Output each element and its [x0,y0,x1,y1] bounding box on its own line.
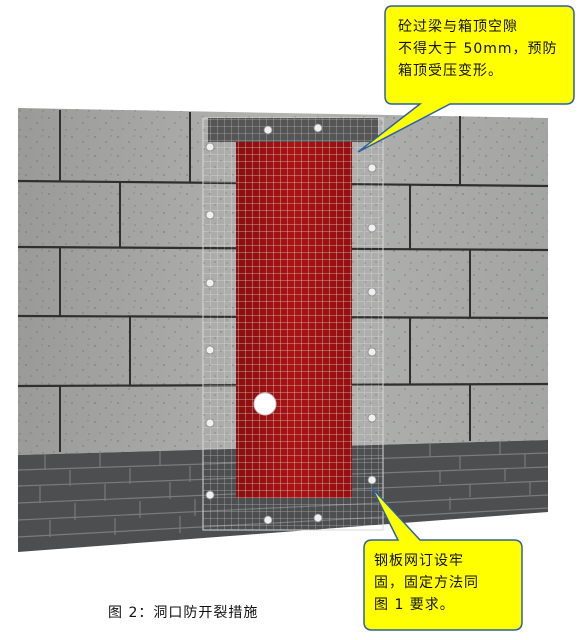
socket-hole [253,392,277,416]
callout-bottom-text: 钢板网订设牢 固，固定方法同 图 1 要求。 [374,550,479,616]
callout-top-text: 砼过梁与箱顶空隙 不得大于 50mm，预防 箱顶受压变形。 [398,16,558,82]
callout-top-bubble [357,5,575,153]
callout-bottom-line-2: 固，固定方法同 [374,575,479,591]
callout-bottom-line-3: 图 1 要求。 [374,597,455,613]
callout-top-line-2: 不得大于 50mm，预防 [398,41,558,57]
callout-bottom-bubble [363,487,523,631]
opening-panel [236,142,352,498]
callout-top-line-1: 砼过梁与箱顶空隙 [398,19,518,35]
callout-top-line-3: 箱顶受压变形。 [398,63,503,79]
figure-caption: 图 2：洞口防开裂措施 [108,605,259,621]
callout-bottom-line-1: 钢板网订设牢 [374,553,464,569]
fixing-nails [205,123,377,525]
